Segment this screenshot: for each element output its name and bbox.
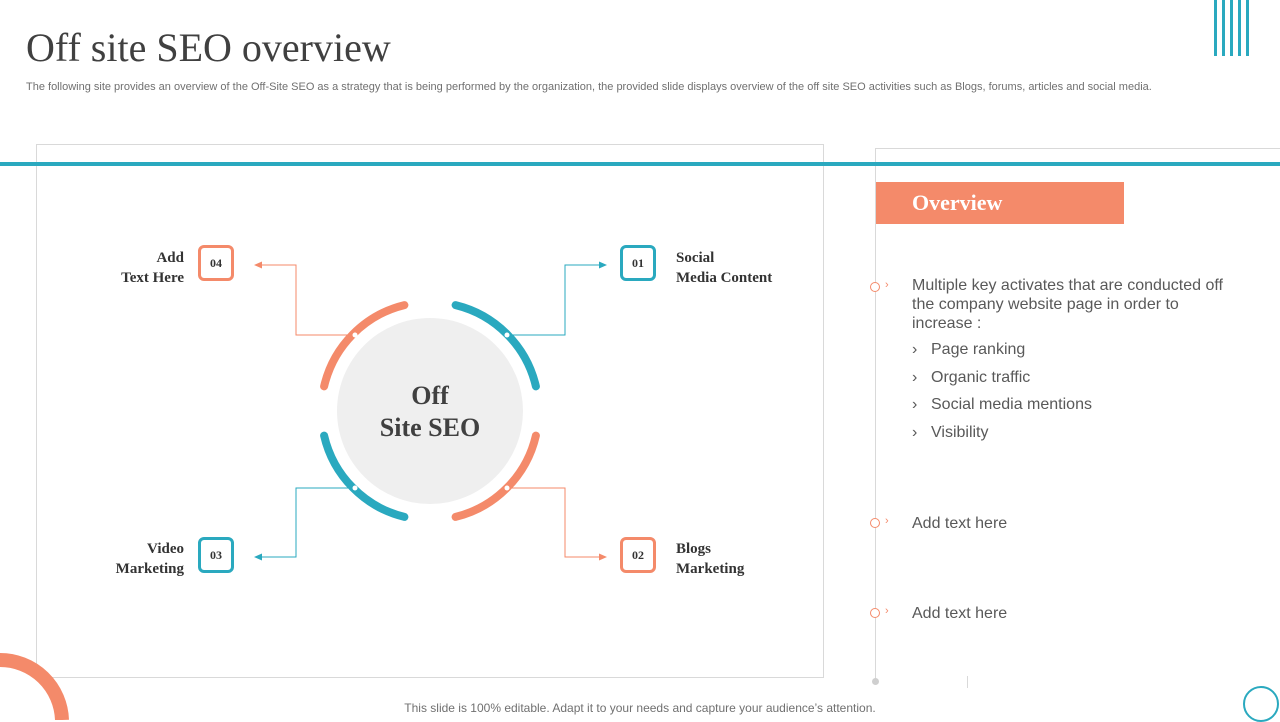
chevron-right-icon: › [885, 515, 889, 527]
chevron-right-icon: › [912, 368, 918, 386]
timeline-end-dot [872, 678, 879, 685]
overview-intro-text: Multiple key activates that are conducte… [912, 277, 1223, 332]
arrowhead-social-media [599, 261, 607, 269]
timeline-tick [967, 676, 968, 688]
chevron-right-icon: › [912, 396, 918, 413]
page-subtitle: The following site provides an overview … [26, 81, 1152, 93]
chevron-right-icon: › [885, 279, 889, 291]
chevron-right-icon: › [912, 341, 918, 358]
list-item: ›Visibility [912, 423, 989, 441]
step-number-box-04: 04 [198, 245, 234, 281]
arc-dot [504, 485, 510, 491]
chevron-right-icon: › [885, 605, 889, 617]
overview-item-2: Add text here [912, 515, 1008, 532]
list-item: ›Page ranking [912, 341, 1026, 358]
arc-dot [352, 485, 358, 491]
connector-social-media [507, 264, 600, 336]
chevron-right-icon: › [912, 423, 918, 441]
list-item: ›Social media mentions [912, 396, 1092, 413]
connector-video [261, 487, 355, 558]
overview-heading: Overview [876, 182, 1124, 224]
overview-panel-frame [875, 148, 1280, 166]
list-item: ›Organic traffic [912, 368, 1031, 386]
corner-arc-decoration [0, 653, 69, 720]
step-label-social-media: Social Media Content [676, 250, 773, 286]
connector-add-text [261, 264, 355, 336]
footer-note: This slide is 100% editable. Adapt it to… [404, 701, 876, 715]
overview-item-3: Add text here [912, 605, 1008, 622]
timeline-marker [870, 608, 880, 618]
step-number-box-02: 02 [620, 537, 656, 573]
step-label-add-text: Add Text Here [121, 250, 184, 286]
center-circle [337, 318, 523, 504]
page-title: Off site SEO overview [26, 25, 391, 70]
arrowhead-blogs [599, 553, 607, 561]
arc-dot [504, 332, 510, 338]
corner-stripes-decoration [1214, 0, 1249, 56]
timeline-marker [870, 518, 880, 528]
arc-dot [352, 332, 358, 338]
timeline-marker [870, 282, 880, 292]
corner-arc [0, 653, 69, 720]
arrowhead-video [254, 553, 262, 561]
connector-blogs [507, 487, 600, 558]
accent-divider-bar [0, 162, 1280, 166]
diagram-center-label: Off Site SEO [379, 381, 481, 442]
step-number-box-03: 03 [198, 537, 234, 573]
arrowhead-add-text [254, 261, 262, 269]
overview-timeline [875, 166, 876, 682]
step-label-video: Video Marketing [115, 541, 184, 577]
overview-bullet-list: ›Page ranking ›Organic traffic ›Social m… [912, 340, 1092, 450]
step-number-box-01: 01 [620, 245, 656, 281]
step-label-blogs: Blogs Marketing [676, 541, 745, 577]
